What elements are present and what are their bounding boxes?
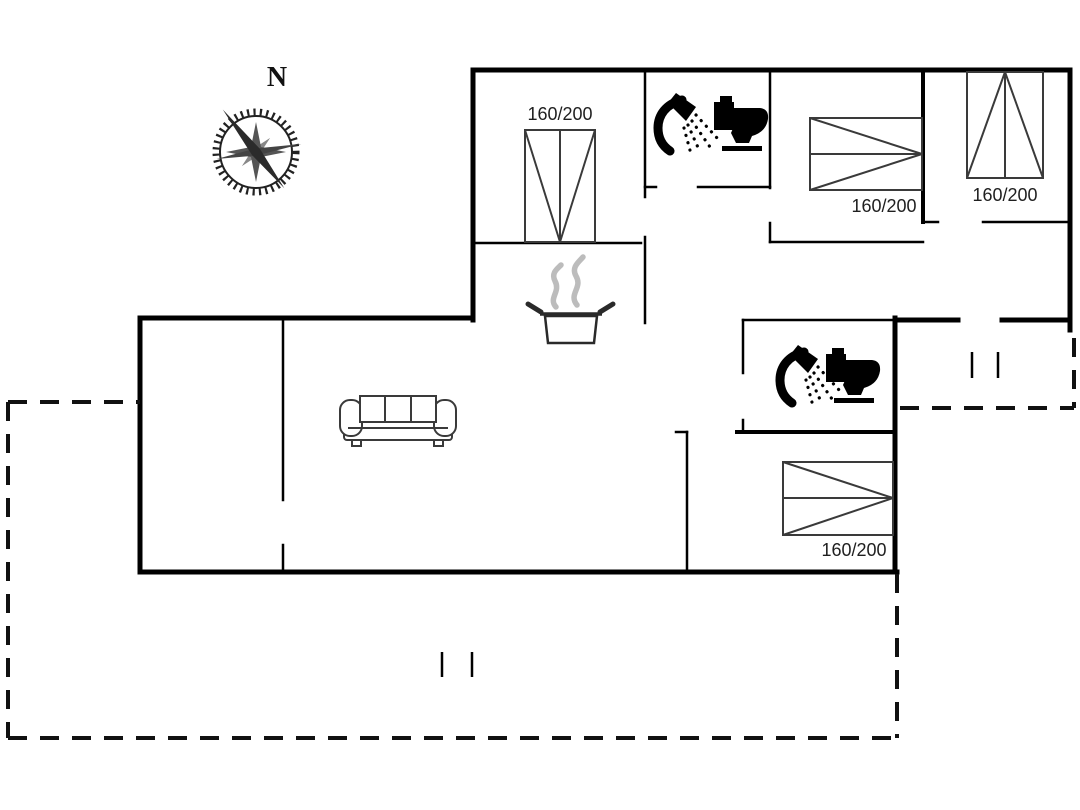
outer-walls [137, 67, 1073, 575]
bed-size-label-top-middle-right: 160/200 [851, 196, 917, 216]
bed-size-label-bottom-right: 160/200 [821, 540, 887, 560]
terrace-dashed-outline [6, 338, 1076, 740]
bed-icon-bottom-right [782, 461, 894, 536]
sofa-icon [339, 395, 457, 447]
toilet-icon [714, 96, 769, 151]
north-label: N [266, 62, 288, 93]
terrace-door-marks [440, 352, 1000, 677]
bed-icon-top-right [966, 71, 1044, 179]
steam-icon [550, 254, 586, 310]
toilet-icon [826, 348, 881, 403]
bed-size-label-top-right: 160/200 [972, 185, 1038, 205]
bed-icon-top-left [524, 129, 596, 243]
compass-rose-icon [212, 108, 302, 196]
shower-icon [658, 93, 718, 154]
bed-size-label-top-left: 160/200 [527, 104, 593, 124]
bed-icon-top-middle-right [809, 117, 923, 191]
cooking-pot-icon [525, 301, 616, 345]
